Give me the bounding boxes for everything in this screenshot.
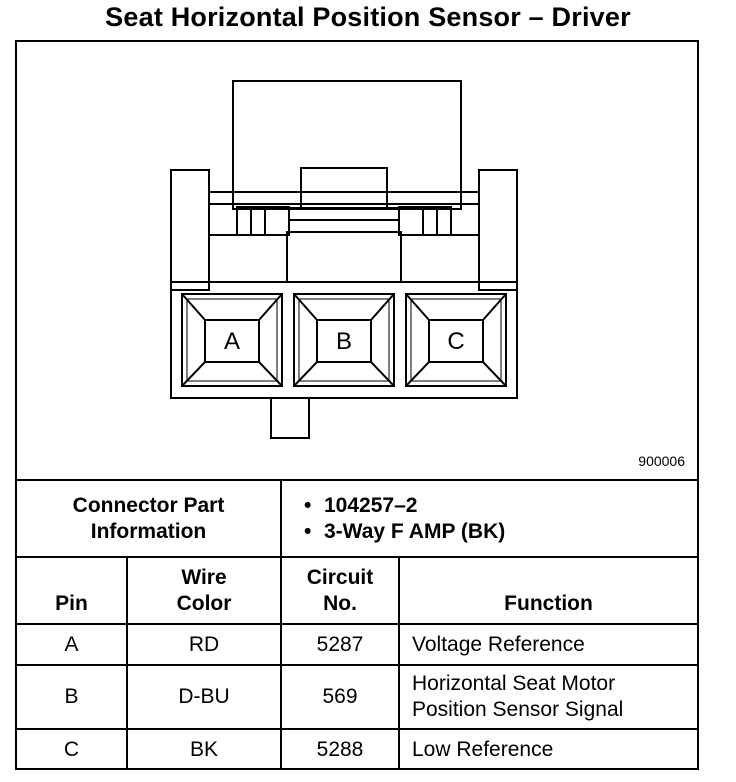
part-number: 104257–2 [304,493,697,519]
pin-cell: C [17,728,128,769]
table-row: B D-BU 569 Horizontal Seat Motor Positio… [17,664,698,730]
table-row: A RD 5287 Voltage Reference [17,623,698,666]
wire-color-cell: D-BU [126,664,282,730]
connector-frame: A B C 900006 Connector Part Information … [15,40,699,770]
latch [300,167,388,209]
left-post [170,169,210,291]
part-info-row: Connector Part Information 104257–2 3-Wa… [17,479,698,558]
connector-top-block [232,80,462,210]
circuit-cell: 5288 [280,728,400,769]
column-header-row: Pin Wire Color Circuit No. Function [17,556,698,625]
page-title: Seat Horizontal Position Sensor – Driver [105,2,631,32]
col-header-function: Function [397,556,698,625]
part-info-header-text: Connector Part Information [72,493,225,543]
col-header-pin: Pin [17,556,128,625]
wire-color-cell: RD [126,623,282,666]
part-type: 3-Way F AMP (BK) [304,519,697,545]
center-body [286,231,402,283]
pin-label-c: C [447,328,464,355]
function-cell: Horizontal Seat Motor Position Sensor Si… [397,664,698,730]
part-info-values: 104257–2 3-Way F AMP (BK) [279,479,698,558]
wire-color-cell: BK [126,728,282,769]
connector-housing [170,281,518,399]
cavity-a [181,293,283,387]
col-header-circuit-text: Circuit No. [306,566,374,615]
function-cell: Low Reference [397,728,698,769]
bottom-tab [270,397,310,439]
col-header-wire-color: Wire Color [126,556,282,625]
right-post [478,169,518,291]
pin-cell: B [17,664,128,730]
col-header-circuit: Circuit No. [280,556,400,625]
connector-drawing: A B C [170,80,518,439]
cavity-b [293,293,395,387]
circuit-cell: 569 [280,664,400,730]
pin-cell: A [17,623,128,666]
table-row: C BK 5288 Low Reference [17,728,698,769]
pin-label-a: A [224,328,240,355]
figure-id: 900006 [638,453,685,469]
part-info-header: Connector Part Information [17,479,282,558]
function-text: Horizontal Seat Motor Position Sensor Si… [412,672,624,721]
connector-diagram: A B C 900006 [17,42,697,479]
function-cell: Voltage Reference [397,623,698,666]
pin-label-b: B [336,328,352,355]
col-header-wire-color-text: Wire Color [176,566,232,615]
circuit-cell: 5287 [280,623,400,666]
connector-table: Connector Part Information 104257–2 3-Wa… [17,479,698,769]
cavity-c [405,293,507,387]
